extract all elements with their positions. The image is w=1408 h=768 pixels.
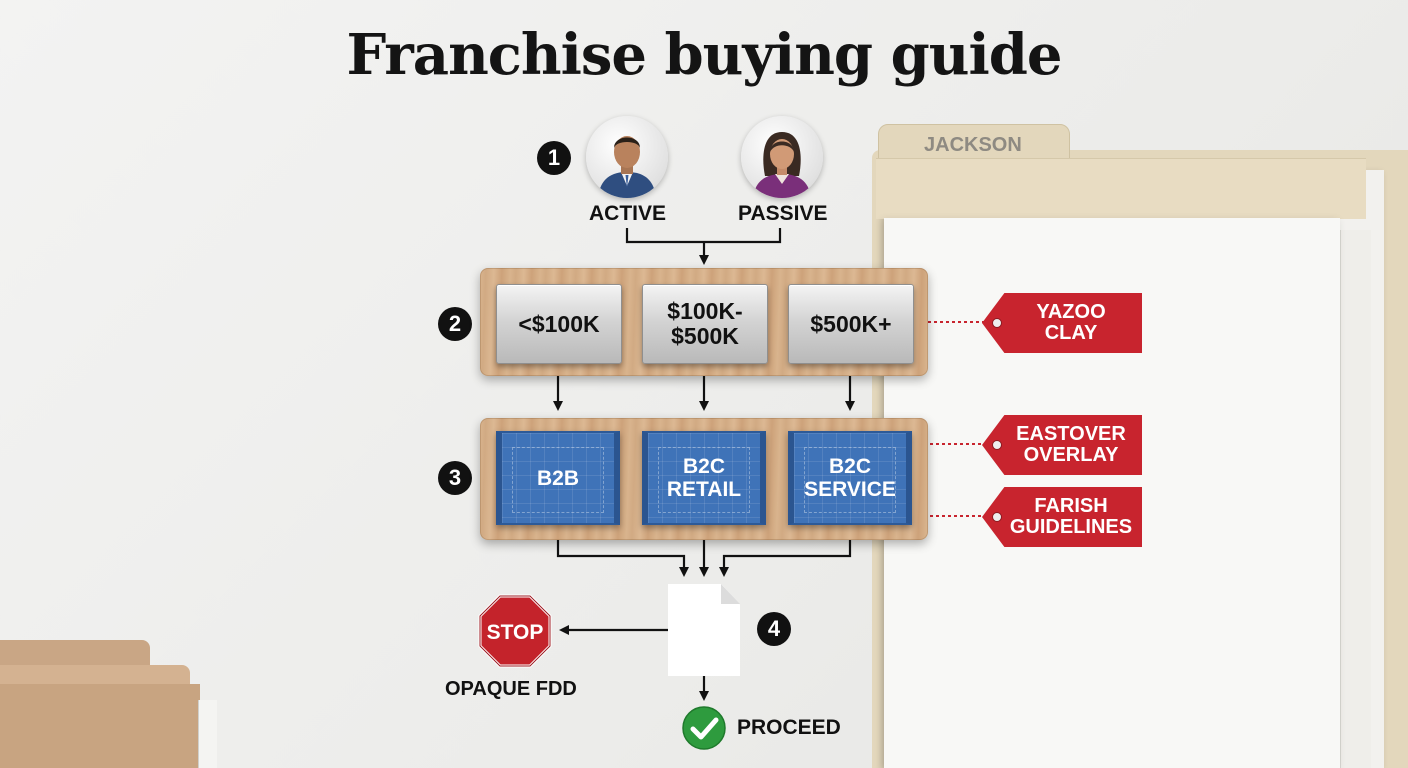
category-card-b2b: B2B [496, 431, 620, 525]
woman-icon [753, 132, 811, 198]
budget-plate-under-100k: <$100K [496, 284, 622, 364]
left-folder-paper [198, 700, 217, 768]
left-folder-front [0, 684, 200, 768]
passive-label: PASSIVE [738, 202, 828, 225]
budget-plate-over-500k: $500K+ [788, 284, 914, 364]
opaque-fdd-label: OPAQUE FDD [445, 678, 577, 700]
active-investor-avatar [586, 116, 668, 198]
tag-hole-icon [992, 318, 1002, 328]
category-label-b2c-retail: B2C RETAIL [666, 455, 742, 501]
stop-sign-text: STOP [487, 621, 544, 644]
man-icon [598, 136, 656, 198]
folder-paper-edge [1340, 230, 1371, 768]
tag-eastover-overlay: EASTOVER OVERLAY [982, 415, 1142, 475]
tag-hole-icon [992, 440, 1002, 450]
tag-farish-guidelines: FARISH GUIDELINES [982, 487, 1142, 547]
tag-yazoo-clay: YAZOO CLAY [982, 293, 1142, 353]
budget-plate-100k-500k: $100K- $500K [642, 284, 768, 364]
page-title: Franchise buying guide [346, 22, 1063, 88]
active-label: ACTIVE [589, 202, 667, 225]
category-label-b2c-service: B2C SERVICE [804, 455, 896, 501]
step-badge-4: 4 [757, 612, 791, 646]
category-card-b2c-retail: B2C RETAIL [642, 431, 766, 525]
tag-hole-icon [992, 512, 1002, 522]
arrow-b2b [556, 526, 689, 577]
step-badge-1: 1 [537, 141, 571, 175]
folder-front [876, 158, 1366, 219]
proceed-label: PROCEED [737, 716, 841, 739]
category-label-b2b: B2B [536, 466, 579, 490]
category-card-b2c-service: B2C SERVICE [788, 431, 912, 525]
arrow-service [719, 526, 852, 577]
step1-bracket [625, 228, 782, 244]
step-badge-3: 3 [438, 461, 472, 495]
passive-investor-avatar [741, 116, 823, 198]
step-badge-2: 2 [438, 307, 472, 341]
folder-tab-label: JACKSON [924, 134, 1022, 156]
stop-sign-icon: STOP [478, 594, 552, 668]
check-circle-icon [682, 706, 726, 750]
